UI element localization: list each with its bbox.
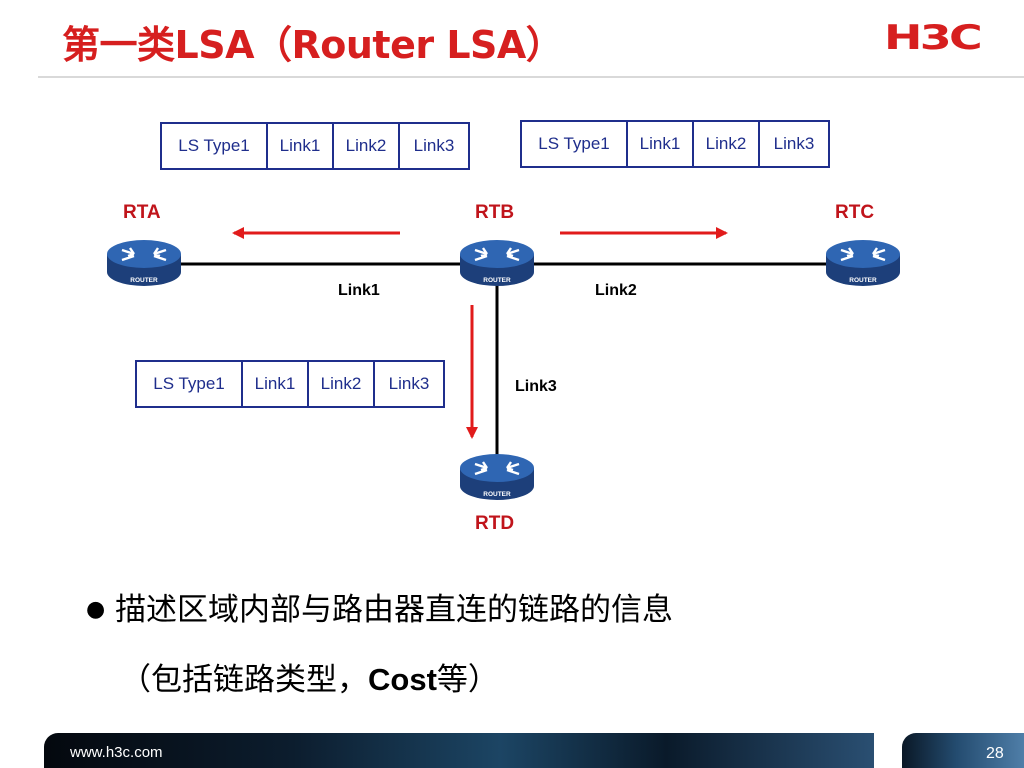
bullet-text-1: 描述区域内部与路由器直连的链路的信息 (115, 592, 674, 628)
lsa-cell: Link3 (398, 122, 470, 170)
router-rtd: ROUTER (459, 452, 535, 504)
link-label-3: Link3 (515, 378, 557, 395)
lsa-cell: Link3 (373, 360, 445, 408)
link-label-2: Link2 (595, 282, 637, 299)
router-rtb: ROUTER (459, 238, 535, 290)
bullet-text-2-suffix: 等） (436, 662, 499, 698)
router-badge-rtd: ROUTER (483, 491, 511, 498)
lsa-cell: LS Type1 (520, 120, 628, 168)
bullet-text-2-bold: Cost (368, 662, 437, 697)
router-icon: ROUTER (460, 240, 534, 286)
router-icon: ROUTER (460, 454, 534, 500)
lsa-cell: LS Type1 (135, 360, 243, 408)
lsa-cell: Link2 (307, 360, 375, 408)
router-label-rtb: RTB (475, 202, 515, 223)
router-icon: ROUTER (826, 240, 900, 286)
bullet-dot-icon: ● (86, 597, 106, 622)
link-label-1: Link1 (338, 282, 380, 299)
title-divider (38, 76, 1024, 78)
router-label-rtd: RTD (475, 513, 515, 534)
bullet-text-2-prefix: （包括链路类型， (120, 662, 368, 698)
router-badge-rtb: ROUTER (483, 277, 511, 284)
lsa-cell: Link2 (332, 122, 400, 170)
lsa-box-top-right: LS Type1 Link1 Link2 Link3 (520, 120, 830, 168)
lsa-cell: LS Type1 (160, 122, 268, 170)
router-rta: ROUTER (106, 238, 182, 290)
footer-page-panel (902, 733, 1024, 768)
footer-bar (44, 733, 874, 768)
lsa-cell: Link1 (241, 360, 309, 408)
lsa-cell: Link1 (626, 120, 694, 168)
router-rtc: ROUTER (825, 238, 901, 290)
footer-url: www.h3c.com (70, 744, 163, 761)
lsa-box-top-left: LS Type1 Link1 Link2 Link3 (160, 122, 470, 170)
lsa-box-bottom-left: LS Type1 Link1 Link2 Link3 (135, 360, 445, 408)
router-label-rtc: RTC (835, 202, 875, 223)
lsa-cell: Link1 (266, 122, 334, 170)
bullet-line-1: ● 描述区域内部与路由器直连的链路的信息 (86, 584, 673, 629)
router-icon: ROUTER (107, 240, 181, 286)
bullet-line-2: （包括链路类型，Cost等） (120, 654, 499, 699)
router-badge-rta: ROUTER (130, 277, 158, 284)
router-label-rta: RTA (123, 202, 161, 223)
router-badge-rtc: ROUTER (849, 277, 877, 284)
lsa-cell: Link2 (692, 120, 760, 168)
page-title: 第一类LSA（Router LSA） (62, 23, 564, 67)
lsa-cell: Link3 (758, 120, 830, 168)
h3c-logo: H3C (884, 18, 983, 58)
page-number: 28 (986, 745, 1004, 762)
